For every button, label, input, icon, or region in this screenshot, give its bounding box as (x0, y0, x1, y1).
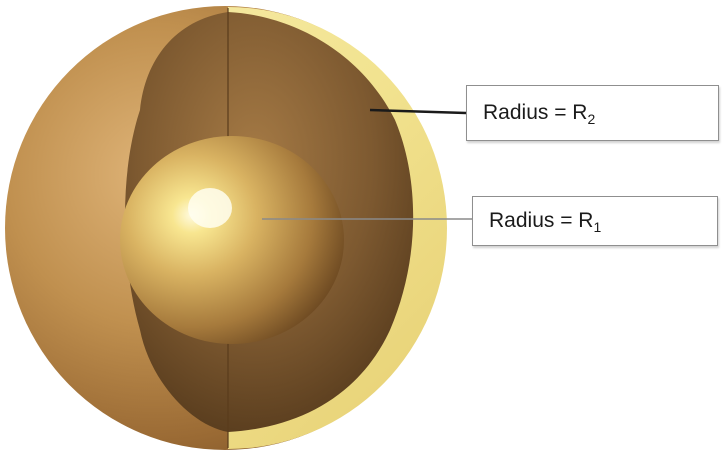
label-inner-radius-subscript: 1 (593, 219, 601, 235)
label-outer-radius-subscript: 2 (587, 111, 595, 127)
inner-core (120, 136, 344, 344)
label-inner-radius-text: Radius = R (489, 209, 593, 233)
label-outer-radius-text: Radius = R (483, 101, 587, 125)
